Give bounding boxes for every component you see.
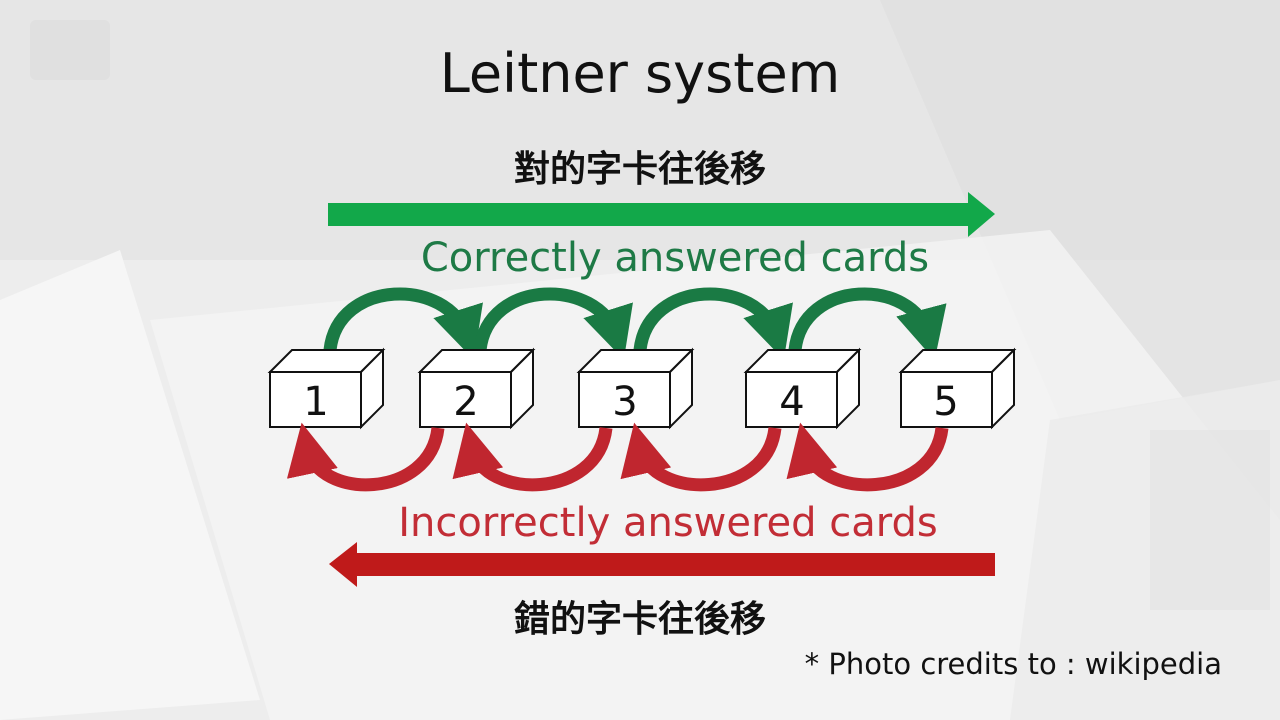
- correct-arc-2-to-3: [473, 287, 633, 360]
- correct-arc-3-to-4: [633, 287, 793, 360]
- incorrect-arc-4-to-3: [620, 422, 782, 492]
- box-4: 4: [743, 347, 862, 430]
- box-5-label: 5: [933, 379, 958, 425]
- incorrect-cards-label: Incorrectly answered cards: [398, 500, 938, 546]
- box-1: 1: [267, 347, 386, 430]
- box-1-label: 1: [303, 379, 328, 425]
- photo-credit: * Photo credits to : wikipedia: [804, 647, 1222, 681]
- correct-move-arcs: [323, 287, 947, 361]
- box-2: 2: [417, 347, 536, 430]
- box-3-label: 3: [612, 379, 637, 425]
- incorrect-arc-3-to-2: [452, 422, 613, 492]
- incorrect-arc-5-to-4: [786, 422, 949, 492]
- correct-direction-arrow: [328, 192, 995, 237]
- caption-incorrect-moves-back: 錯的字卡往後移: [513, 599, 766, 640]
- incorrect-move-arcs: [287, 422, 949, 492]
- incorrect-arc-2-to-1: [287, 422, 445, 492]
- correct-arc-4-to-5: [788, 287, 947, 361]
- box-5: 5: [898, 347, 1017, 430]
- box-2-label: 2: [453, 379, 478, 425]
- box-4-label: 4: [779, 379, 804, 425]
- incorrect-direction-arrow: [329, 542, 995, 587]
- correct-cards-label: Correctly answered cards: [421, 235, 929, 281]
- page-title: Leitner system: [439, 42, 841, 105]
- caption-correct-moves-back: 對的字卡往後移: [513, 149, 766, 190]
- correct-arc-1-to-2: [323, 287, 483, 360]
- box-3: 3: [576, 347, 695, 430]
